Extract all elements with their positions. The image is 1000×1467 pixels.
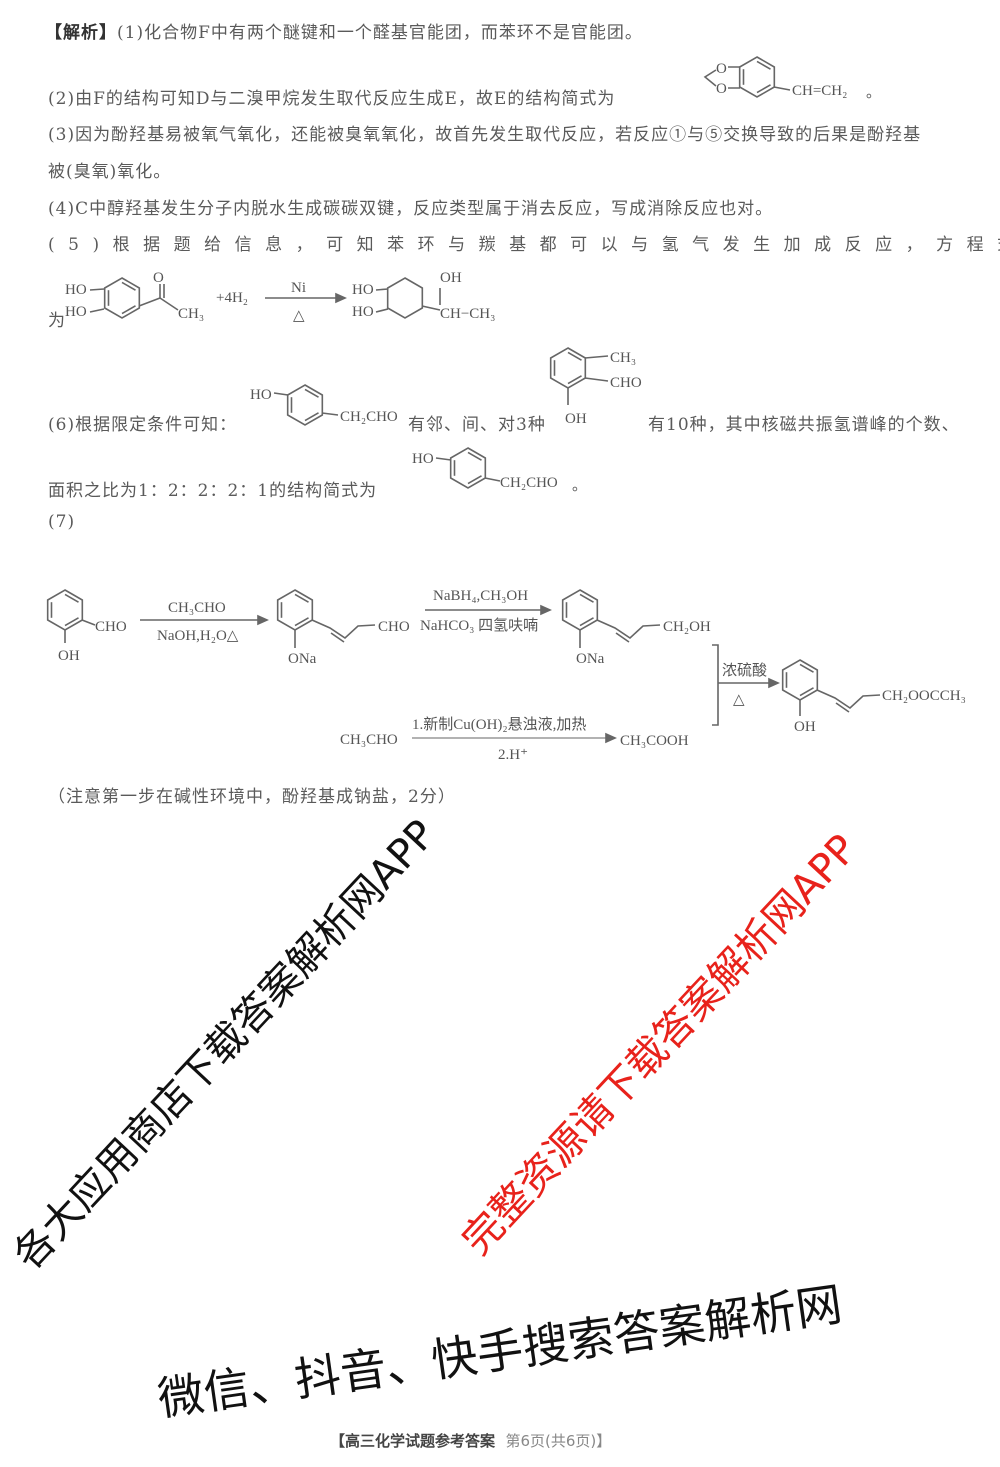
- int1-cho: CHO: [378, 619, 410, 635]
- reactant-ho-2: HO: [65, 304, 87, 320]
- double-bond: [64, 617, 79, 627]
- double-bond: [467, 451, 482, 461]
- benzene-ring: [46, 589, 84, 631]
- e-oxygen-2: O: [716, 81, 727, 97]
- q1-text: 【解析】(1)化合物F中有两个醚键和一个醛基官能团，而苯环不是官能团。: [45, 18, 643, 43]
- s2-ch3: CH₃: [610, 350, 636, 366]
- benzene-ring: [276, 589, 314, 631]
- q7-label: (7): [48, 512, 76, 532]
- product-ho-2: HO: [352, 304, 374, 320]
- double-bond: [467, 475, 482, 485]
- side-start: CH₃CHO: [340, 732, 398, 748]
- double-bond: [567, 351, 582, 361]
- cyclohexane-ring: [386, 277, 424, 319]
- benzene-ring: [781, 659, 819, 701]
- product-oh: OH: [440, 270, 462, 286]
- step3-reagent: 浓硫酸: [722, 662, 767, 679]
- start-oh: OH: [58, 648, 80, 664]
- e-oxygen-1: O: [716, 61, 727, 77]
- benzene-ring: [549, 347, 587, 389]
- int2-group: CH₂OH: [663, 619, 711, 635]
- s3-group: CH₂CHO: [500, 475, 558, 491]
- double-bond: [294, 617, 309, 627]
- double-bond: [756, 60, 771, 70]
- e-vinyl-group: CH=CH₂: [792, 83, 847, 99]
- step2-condition: NaHCO₃ 四氢呋喃: [420, 617, 538, 634]
- final-product-group: CH₂OOCCH₃: [882, 688, 966, 704]
- step1-condition: NaOH,H₂O△: [157, 628, 239, 644]
- q6-line2: 面积之比为1：2：2：2：1的结构简式为: [48, 481, 378, 501]
- double-bond: [579, 593, 594, 603]
- double-bond: [121, 305, 136, 315]
- step3-condition: △: [733, 692, 745, 708]
- s3-ho: HO: [412, 451, 434, 467]
- q4-text: (4)C中醇羟基发生分子内脱水生成碳碳双键，反应类型属于消去反应，写成消除反应也…: [48, 199, 774, 219]
- double-bond: [799, 687, 814, 697]
- double-bond: [756, 84, 771, 94]
- condition-heat: △: [293, 308, 305, 324]
- s1-group: CH₂CHO: [340, 409, 398, 425]
- start-cho: CHO: [95, 619, 127, 635]
- double-bond: [294, 593, 309, 603]
- benzene-ring: [738, 56, 776, 98]
- benzene-ring: [449, 447, 487, 489]
- double-bond: [64, 593, 79, 603]
- step2-reagent: NaBH₄,CH₃OH: [433, 588, 528, 604]
- int1-ona: ONa: [288, 651, 317, 667]
- q6-tail: 有10种，其中核磁共振氢谱峰的个数、: [648, 415, 960, 435]
- q5-prefix: 为: [48, 311, 66, 331]
- footer-title: 【高三化学试题参考答案: [330, 1432, 496, 1450]
- s3-end: 。: [572, 478, 587, 494]
- benzene-ring: [286, 384, 324, 426]
- q1-body: (1)化合物F中有两个醚键和一个醛基官能团，而苯环不是官能团。: [117, 23, 643, 43]
- analysis-label: 【解析】: [45, 23, 117, 43]
- catalyst-ni: Ni: [291, 280, 306, 296]
- reactant-ho-1: HO: [65, 282, 87, 298]
- double-bond: [799, 663, 814, 673]
- benzene-ring: [103, 277, 141, 319]
- s2-oh: OH: [565, 411, 587, 427]
- product-chain: CH−CH₃: [440, 306, 495, 322]
- reactant-o: O: [153, 270, 164, 286]
- double-bond: [304, 388, 319, 398]
- q3-line2: 被(臭氧)氧化。: [48, 162, 172, 182]
- step1-reagent: CH₃CHO: [168, 600, 226, 616]
- q3-line1: (3)因为酚羟基易被氧气氧化，还能被臭氧氧化，故首先发生取代反应，若反应①与⑤交…: [48, 125, 922, 145]
- reactant-ch3: CH₃: [178, 306, 204, 322]
- q6-mid: 有邻、间、对3种: [408, 415, 546, 435]
- footer-page: 第6页(共6页)】: [505, 1432, 612, 1450]
- double-bond: [567, 375, 582, 385]
- q2-text: (2)由F的结构可知D与二溴甲烷发生取代反应生成E，故E的结构简式为: [48, 89, 616, 109]
- product-ho-1: HO: [352, 282, 374, 298]
- int2-ona: ONa: [576, 651, 605, 667]
- s2-cho: CHO: [610, 375, 642, 391]
- q7-note: （注意第一步在碱性环境中，酚羟基成钠盐，2分）: [48, 787, 456, 807]
- double-bond: [304, 412, 319, 422]
- final-product-oh: OH: [794, 719, 816, 735]
- side-product: CH₃COOH: [620, 733, 689, 749]
- double-bond: [121, 281, 136, 291]
- s1-ho: HO: [250, 387, 272, 403]
- q6-lead: (6)根据限定条件可知：: [48, 415, 238, 435]
- benzene-ring: [561, 589, 599, 631]
- q5-line1: (5)根据题给信息，可知苯环与羰基都可以与氢气发生加成反应，方程式: [48, 235, 1000, 255]
- page-footer: 【高三化学试题参考答案 第6页(共6页)】: [330, 1430, 611, 1451]
- side-acid: 2.H⁺: [498, 747, 528, 763]
- e-end: 。: [866, 85, 881, 101]
- side-reagent: 1.新制Cu(OH)₂悬浊液,加热: [412, 716, 586, 733]
- plus-h2: +4H₂: [216, 290, 248, 306]
- double-bond: [579, 617, 594, 627]
